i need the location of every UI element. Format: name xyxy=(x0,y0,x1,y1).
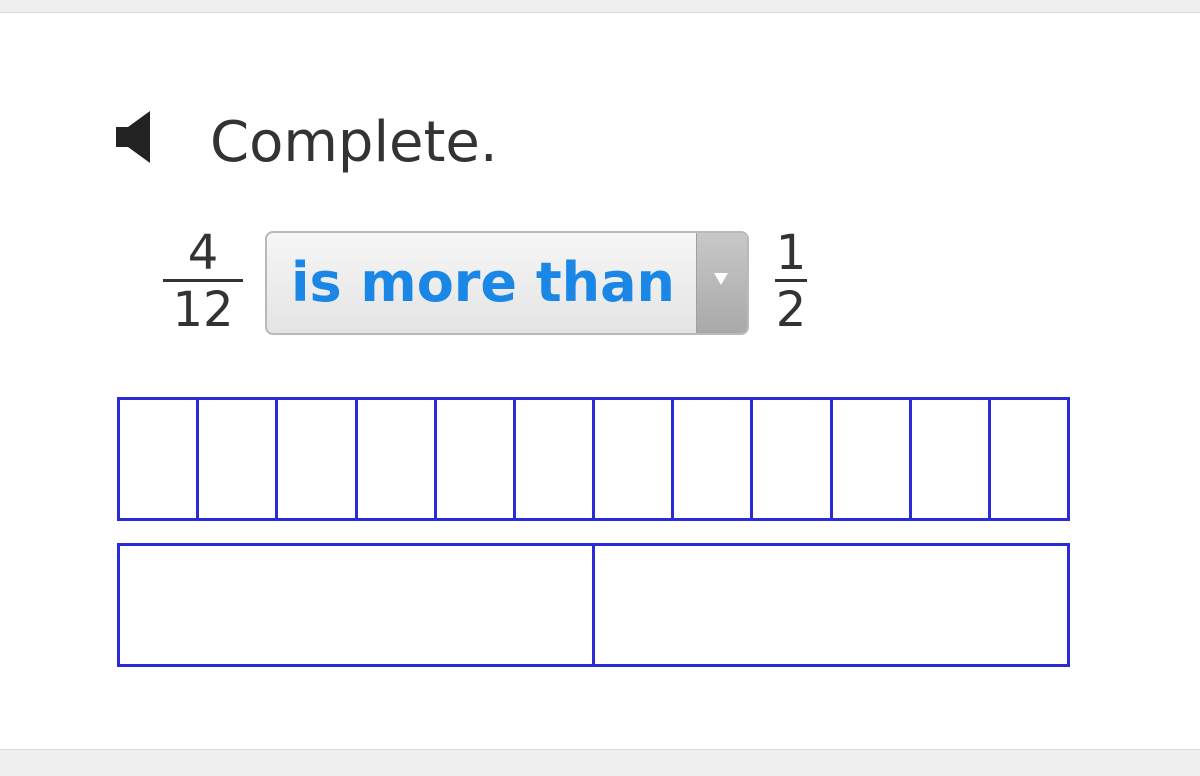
strip-cell xyxy=(595,400,675,518)
fraction-strip-twelfths xyxy=(117,397,1070,521)
strip-cell xyxy=(358,400,437,518)
strip-cell xyxy=(912,400,991,518)
strip-cell xyxy=(833,400,912,518)
right-fraction: 1 2 xyxy=(751,229,831,336)
left-fraction-numerator: 4 xyxy=(187,225,219,281)
comparison-dropdown[interactable]: is more than xyxy=(265,231,749,335)
right-fraction-bar xyxy=(775,279,807,282)
right-fraction-denominator: 2 xyxy=(775,282,807,338)
comparison-dropdown-value: is more than xyxy=(290,251,675,314)
dropdown-toggle[interactable] xyxy=(696,233,747,333)
strip-cell xyxy=(278,400,358,518)
prompt-text: Complete. xyxy=(210,110,498,175)
left-fraction-bar xyxy=(163,279,243,282)
strip-cell xyxy=(120,546,595,664)
strip-cell xyxy=(991,400,1067,518)
strip-cell xyxy=(437,400,516,518)
fraction-strip-halves xyxy=(117,543,1070,667)
left-fraction: 4 12 xyxy=(163,229,243,336)
strip-cell xyxy=(120,400,200,518)
strip-cell xyxy=(753,400,833,518)
strip-cell xyxy=(516,400,596,518)
strip-cell xyxy=(674,400,754,518)
strip-cell xyxy=(199,400,279,518)
right-fraction-numerator: 1 xyxy=(775,225,807,281)
strip-cell xyxy=(595,546,1067,664)
chevron-down-icon xyxy=(714,273,728,285)
speaker-icon[interactable] xyxy=(112,107,156,167)
question-card: Complete. 4 12 is more than 1 2 xyxy=(0,12,1200,750)
left-fraction-denominator: 12 xyxy=(172,282,234,338)
